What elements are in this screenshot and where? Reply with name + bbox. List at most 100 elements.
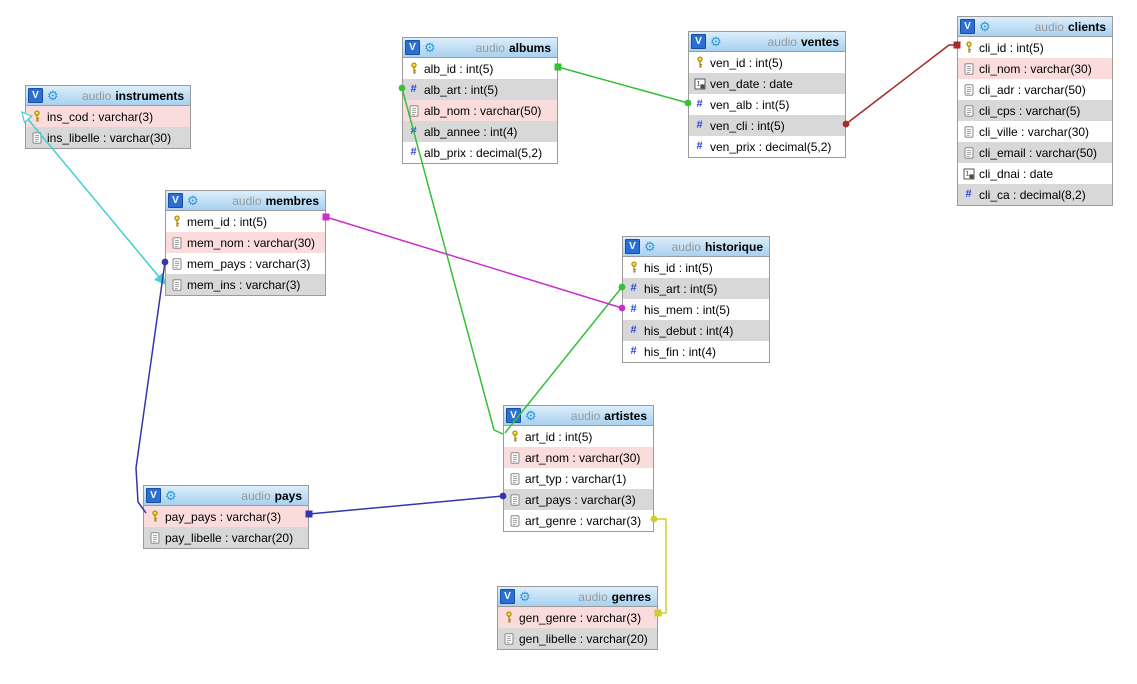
gear-icon[interactable]: ⚙ <box>979 19 991 34</box>
column-cli_ca[interactable]: #cli_ca : decimal(8,2) <box>958 184 1112 205</box>
table-badge-icon[interactable]: V <box>625 239 640 254</box>
table-badge-icon[interactable]: V <box>500 589 515 604</box>
column-his_fin[interactable]: #his_fin : int(4) <box>623 341 769 362</box>
column-his_art[interactable]: #his_art : int(5) <box>623 278 769 299</box>
column-art_genre[interactable]: art_genre : varchar(3) <box>504 510 653 531</box>
column-his_id[interactable]: his_id : int(5) <box>623 257 769 278</box>
column-mem_id[interactable]: mem_id : int(5) <box>166 211 325 232</box>
column-alb_prix[interactable]: #alb_prix : decimal(5,2) <box>403 142 557 163</box>
column-alb_art[interactable]: #alb_art : int(5) <box>403 79 557 100</box>
column-type: varchar(3) <box>255 256 311 271</box>
column-type: int(4) <box>688 344 717 359</box>
column-alb_nom[interactable]: alb_nom : varchar(50) <box>403 100 557 121</box>
column-name: cli_adr <box>979 82 1015 97</box>
column-cli_id[interactable]: cli_id : int(5) <box>958 37 1112 58</box>
column-alb_annee[interactable]: #alb_annee : int(4) <box>403 121 557 142</box>
column-name: ven_prix <box>710 139 756 154</box>
column-label: ven_date : date <box>710 77 793 91</box>
column-ven_id[interactable]: ven_id : int(5) <box>689 52 845 73</box>
column-separator: : <box>745 55 756 70</box>
key-icon <box>508 430 521 443</box>
column-type: varchar(30) <box>253 235 316 250</box>
column-separator: : <box>460 82 471 97</box>
column-gen_libelle[interactable]: gen_libelle : varchar(20) <box>498 628 657 649</box>
column-cli_adr[interactable]: cli_adr : varchar(50) <box>958 79 1112 100</box>
column-label: art_pays : varchar(3) <box>525 493 636 507</box>
column-type: varchar(1) <box>571 471 627 486</box>
column-cli_cps[interactable]: cli_cps : varchar(5) <box>958 100 1112 121</box>
column-ins_libelle[interactable]: ins_libelle : varchar(30) <box>26 127 190 148</box>
column-mem_ins[interactable]: mem_ins : varchar(3) <box>166 274 325 295</box>
column-cli_email[interactable]: cli_email : varchar(50) <box>958 142 1112 163</box>
column-type: decimal(5,2) <box>476 145 543 160</box>
table-badge-icon[interactable]: V <box>960 19 975 34</box>
column-label: ven_alb : int(5) <box>710 98 789 112</box>
num-icon: # <box>630 303 637 315</box>
column-cli_nom[interactable]: cli_nom : varchar(30) <box>958 58 1112 79</box>
column-name: mem_pays <box>187 256 246 271</box>
table-badge-icon[interactable]: V <box>146 488 161 503</box>
column-gen_genre[interactable]: gen_genre : varchar(3) <box>498 607 657 628</box>
column-type: int(5) <box>762 97 790 112</box>
column-label: cli_cps : varchar(5) <box>979 104 1080 118</box>
table-badge-icon[interactable]: V <box>405 40 420 55</box>
gear-icon[interactable]: ⚙ <box>525 408 537 423</box>
column-art_typ[interactable]: art_typ : varchar(1) <box>504 468 653 489</box>
column-his_debut[interactable]: #his_debut : int(4) <box>623 320 769 341</box>
column-mem_nom[interactable]: mem_nom : varchar(30) <box>166 232 325 253</box>
column-art_pays[interactable]: art_pays : varchar(3) <box>504 489 653 510</box>
gear-icon[interactable]: ⚙ <box>519 589 531 604</box>
table-badge-icon[interactable]: V <box>691 34 706 49</box>
column-his_mem[interactable]: #his_mem : int(5) <box>623 299 769 320</box>
column-mem_pays[interactable]: mem_pays : varchar(3) <box>166 253 325 274</box>
column-pay_pays[interactable]: pay_pays : varchar(3) <box>144 506 308 527</box>
gear-icon[interactable]: ⚙ <box>187 193 199 208</box>
column-label: ven_prix : decimal(5,2) <box>710 140 831 154</box>
column-separator: : <box>1020 61 1031 76</box>
column-name: ven_id <box>710 55 746 70</box>
gear-icon[interactable]: ⚙ <box>710 34 722 49</box>
column-label: alb_art : int(5) <box>424 83 498 97</box>
key-icon <box>962 41 975 54</box>
column-ven_alb[interactable]: #ven_alb : int(5) <box>689 94 845 115</box>
column-label: ven_cli : int(5) <box>710 119 785 133</box>
gear-icon[interactable]: ⚙ <box>165 488 177 503</box>
table-badge-icon[interactable]: V <box>168 193 183 208</box>
table-badge-icon[interactable]: V <box>28 88 43 103</box>
column-art_nom[interactable]: art_nom : varchar(30) <box>504 447 653 468</box>
column-ven_cli[interactable]: #ven_cli : int(5) <box>689 115 845 136</box>
text-icon <box>170 278 183 291</box>
table-badge-icon[interactable]: V <box>506 408 521 423</box>
column-ven_prix[interactable]: #ven_prix : decimal(5,2) <box>689 136 845 157</box>
gear-icon[interactable]: ⚙ <box>644 239 656 254</box>
gear-icon[interactable]: ⚙ <box>424 40 436 55</box>
column-ins_cod[interactable]: ins_cod : varchar(3) <box>26 106 190 127</box>
column-cli_ville[interactable]: cli_ville : varchar(30) <box>958 121 1112 142</box>
gear-icon[interactable]: ⚙ <box>47 88 59 103</box>
column-pay_libelle[interactable]: pay_libelle : varchar(20) <box>144 527 308 548</box>
column-art_id[interactable]: art_id : int(5) <box>504 426 653 447</box>
column-alb_id[interactable]: alb_id : int(5) <box>403 58 557 79</box>
table-name-label: ventes <box>800 34 839 49</box>
